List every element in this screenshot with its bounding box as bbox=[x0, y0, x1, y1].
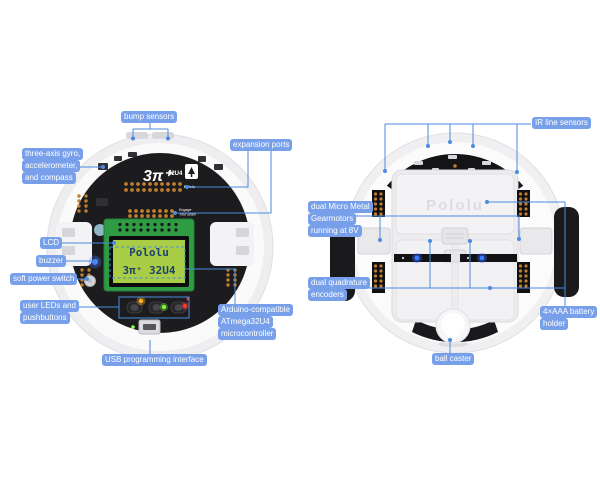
label-line: LCD bbox=[40, 237, 63, 249]
label-line: IR line sensors bbox=[532, 117, 591, 129]
lcd-text-line2: 3π⁺ 32U4 bbox=[123, 264, 176, 277]
silkscreen-name: 3π⁺ bbox=[143, 168, 173, 185]
label-line: encoders bbox=[308, 289, 347, 301]
label-usb: USB programming interface bbox=[102, 354, 207, 366]
label-line: ATmega32U4 bbox=[218, 316, 273, 328]
label-line: 4×AAA battery bbox=[540, 306, 598, 318]
right-wheel bbox=[554, 207, 579, 297]
label-line: accelerometer, bbox=[22, 160, 81, 172]
label-line: soft power switch bbox=[10, 273, 78, 285]
embossed-logo: Pololu bbox=[426, 197, 484, 214]
expansion-holes bbox=[124, 182, 182, 218]
label-line: and compass bbox=[22, 172, 76, 184]
label-ir-sensors: IR line sensors bbox=[532, 117, 591, 129]
label-buzzer: buzzer bbox=[36, 255, 67, 267]
label-line: USB programming interface bbox=[102, 354, 207, 366]
label-line: Gearmotors bbox=[308, 213, 357, 225]
label-line: three-axis gyro, bbox=[22, 148, 84, 160]
label-line: bump sensors bbox=[121, 111, 178, 123]
label-line: ball caster bbox=[432, 353, 475, 365]
label-line: microcontroller bbox=[218, 328, 277, 340]
usb-connector bbox=[131, 319, 161, 335]
label-line: pushbuttons bbox=[20, 312, 70, 324]
bump-flap-left bbox=[126, 132, 148, 139]
slogan-line2: Your Brain bbox=[179, 213, 196, 217]
label-user-leds: user LEDs and pushbuttons bbox=[20, 300, 79, 324]
label-lcd: LCD bbox=[40, 237, 63, 249]
label-line: holder bbox=[540, 318, 569, 330]
label-mcu: Arduino-compatible ATmega32U4 microcontr… bbox=[218, 304, 293, 340]
label-line: Arduino-compatible bbox=[218, 304, 293, 316]
leader-dots bbox=[85, 136, 521, 342]
right-motor bbox=[519, 227, 553, 255]
label-expansion-ports: expansion ports bbox=[230, 139, 293, 151]
right-robot-bottom-view: Pololu bbox=[330, 132, 579, 354]
slogan-line1: Engage bbox=[179, 208, 191, 212]
label-battery: 4×AAA battery holder bbox=[540, 306, 598, 330]
pushbuttons bbox=[126, 301, 187, 314]
power-switch bbox=[84, 275, 96, 287]
label-bump-sensors: bump sensors bbox=[121, 111, 178, 123]
battery-cover: Pololu bbox=[391, 169, 519, 323]
label-line: dual Micro Metal bbox=[308, 201, 373, 213]
label-line: dual quadrature bbox=[308, 277, 371, 289]
label-ball-caster: ball caster bbox=[432, 353, 475, 365]
label-line: expansion ports bbox=[230, 139, 293, 151]
ball-caster bbox=[435, 308, 471, 347]
silkscreen-model: 32U4 bbox=[168, 171, 183, 177]
label-encoders: dual quadrature encoders bbox=[308, 277, 371, 301]
encoder-led-strip bbox=[394, 253, 517, 263]
lcd-text-line1: Pololu bbox=[129, 246, 169, 259]
label-gearmotors: dual Micro Metal Gearmotors running at 8… bbox=[308, 201, 373, 237]
label-soft-power-switch: soft power switch bbox=[10, 273, 78, 285]
lcd-module: Pololu 3π⁺ 32U4 bbox=[103, 218, 195, 292]
left-motor bbox=[357, 227, 391, 255]
label-line: running at 8V bbox=[308, 225, 362, 237]
label-gyro: three-axis gyro, accelerometer, and comp… bbox=[22, 148, 84, 184]
bump-flap-right bbox=[152, 132, 174, 139]
label-line: buzzer bbox=[36, 255, 67, 267]
edge-headers bbox=[372, 190, 530, 293]
label-line: user LEDs and bbox=[20, 300, 79, 312]
